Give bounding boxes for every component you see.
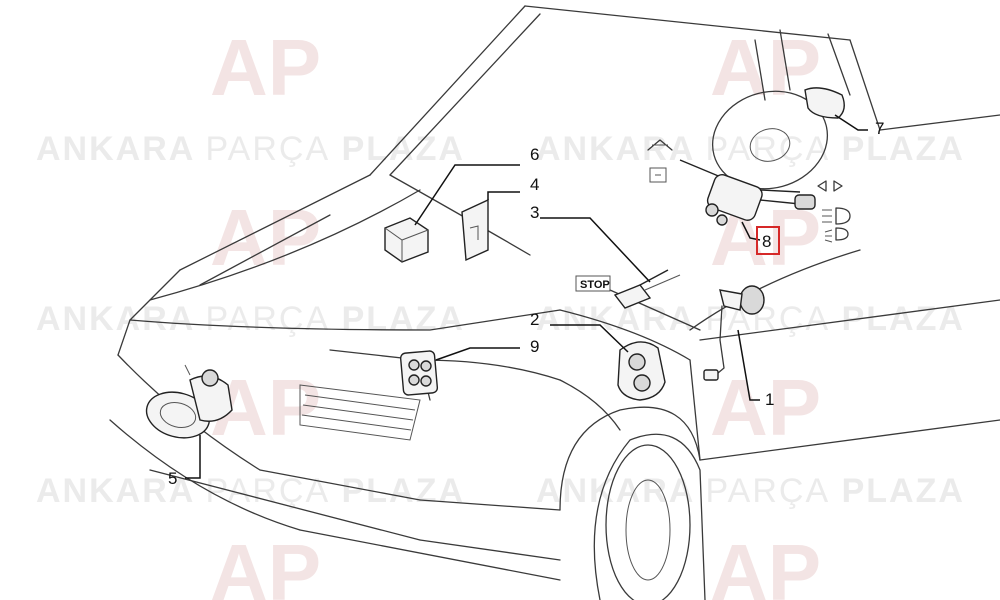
callout-3: 3 <box>530 203 539 222</box>
watermark-text: ANKARA PARÇA PLAZA <box>536 472 965 510</box>
callout-5: 5 <box>168 469 177 488</box>
part-7-switch <box>804 87 868 131</box>
watermark-logo: AP <box>210 193 321 282</box>
wiper-washer-icon <box>647 139 673 183</box>
part-4-bracket <box>461 191 520 262</box>
callout-4: 4 <box>530 175 539 194</box>
callout-8: 8 <box>762 232 771 251</box>
turn-signal-arrows-icon <box>817 180 843 192</box>
watermark-text: ANKARA PARÇA PLAZA <box>36 472 465 510</box>
callout-9: 9 <box>530 337 539 356</box>
part-9-connector <box>399 347 520 396</box>
callout-6: 6 <box>530 145 539 164</box>
car-outline <box>109 5 1000 600</box>
stop-label-box <box>575 275 611 292</box>
steering-wheel <box>711 29 829 190</box>
part-8-combination-switch <box>679 159 816 255</box>
part-2-housing <box>550 324 666 401</box>
part-6-relay <box>384 164 520 263</box>
highlight-box <box>756 226 780 255</box>
callout-1: 1 <box>765 390 774 409</box>
watermark-logo: AP <box>710 528 821 600</box>
watermark-logo: AP <box>210 23 321 112</box>
part-1-sensor <box>703 285 765 401</box>
callout-labels: 6 4 3 2 9 7 8 1 5 <box>168 119 884 488</box>
part-3-stop-switch: STOP <box>540 217 681 309</box>
part-5-horn <box>145 364 233 479</box>
headlight-icon <box>822 207 851 225</box>
watermark-text: ANKARA PARÇA PLAZA <box>36 130 465 168</box>
fog-light-icon <box>824 227 849 243</box>
callout-2: 2 <box>530 310 539 329</box>
watermark-logo: AP <box>210 528 321 600</box>
stop-label: STOP <box>580 279 610 291</box>
watermark-logo: AP <box>710 363 821 452</box>
callout-7: 7 <box>875 119 884 138</box>
watermark-text: ANKARA PARÇA PLAZA <box>36 300 465 338</box>
